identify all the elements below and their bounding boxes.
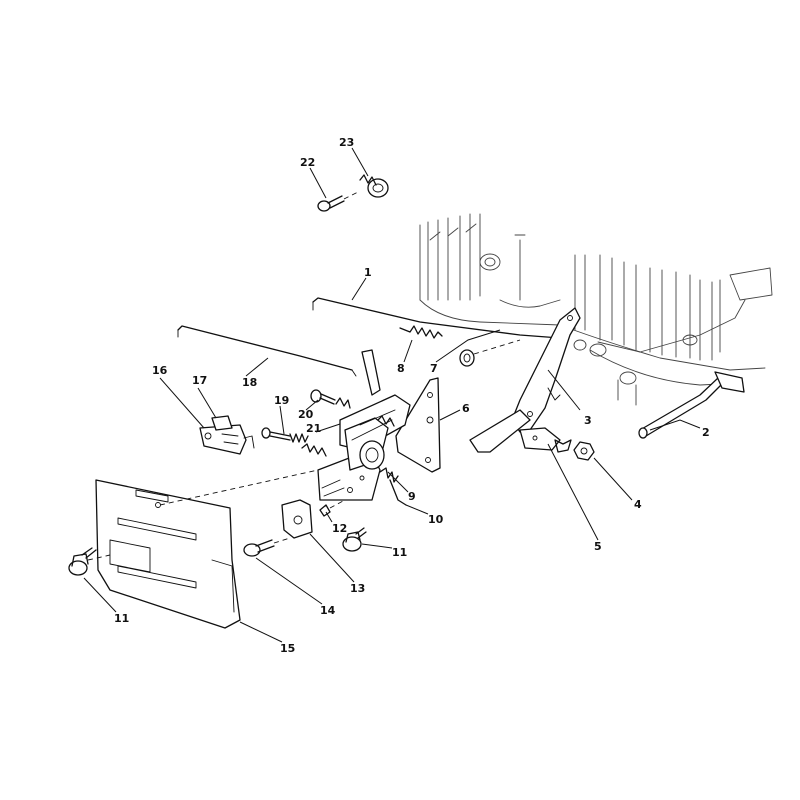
callout-1: 1 [364, 266, 372, 279]
part-16-bracket [199, 415, 255, 455]
callout-16: 16 [152, 364, 168, 377]
callout-8: 8 [397, 362, 405, 375]
governor-control-assembly [317, 349, 411, 506]
callout-4: 4 [634, 498, 642, 511]
callout-19: 19 [274, 394, 289, 407]
engine-housing [419, 213, 773, 406]
callout-6: 6 [462, 402, 470, 415]
callout-17: 17 [192, 374, 207, 387]
callout-5: 5 [594, 540, 602, 553]
callout-13: 13 [350, 582, 365, 595]
part-19-adjusting-screw [261, 427, 327, 457]
callout-labels: 23 22 1 8 7 3 2 4 5 6 9 10 11 11 12 13 1… [114, 136, 710, 655]
callout-23: 23 [339, 136, 354, 149]
callout-21: 21 [306, 422, 321, 435]
part-22-screw [317, 191, 359, 212]
callout-22: 22 [300, 156, 315, 169]
callout-11-left: 11 [114, 612, 129, 625]
part-23-clamp [359, 174, 389, 198]
part-2-choke-lever [638, 371, 745, 439]
part-4-nut [554, 439, 595, 461]
part-20-screw [310, 389, 351, 409]
callout-14: 14 [320, 604, 336, 617]
callout-12: 12 [332, 522, 347, 535]
part-5-lever-bracket [469, 307, 581, 453]
part-13-clip [281, 499, 313, 539]
part-15-cover-plate [87, 469, 319, 629]
leader-lines [83, 147, 701, 643]
part-8-spring [399, 325, 443, 339]
callout-11-right: 11 [392, 546, 407, 559]
part-1-link-rod [312, 297, 561, 339]
part-6-mounting-plate [395, 377, 441, 473]
part-18-governor-rod [177, 325, 357, 377]
callout-18: 18 [242, 376, 257, 389]
callout-20: 20 [298, 408, 314, 421]
callout-10: 10 [428, 513, 444, 526]
callout-9: 9 [408, 490, 416, 503]
part-11-bolt-left [68, 547, 97, 576]
callout-7: 7 [430, 362, 438, 375]
callout-3: 3 [584, 414, 592, 427]
part-7-bushing [459, 339, 521, 367]
part-12-screw [319, 499, 346, 517]
callout-2: 2 [702, 426, 710, 439]
part-11-bolt-right [342, 527, 367, 552]
part-14-bolt [243, 537, 291, 557]
callout-15: 15 [280, 642, 295, 655]
